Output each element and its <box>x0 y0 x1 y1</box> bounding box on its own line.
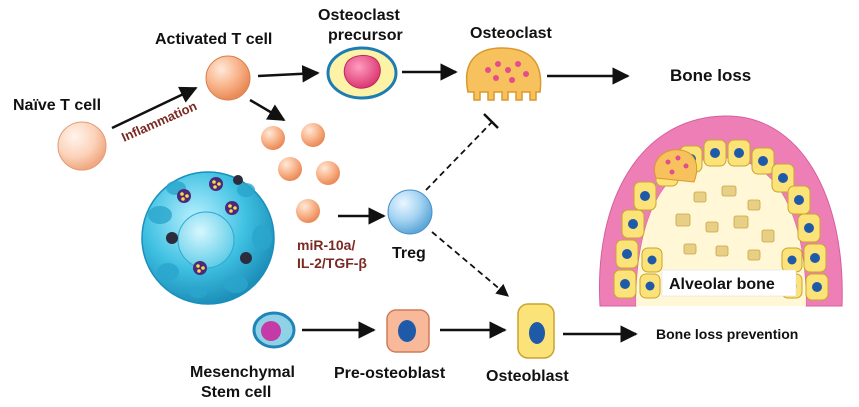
treg-label: Treg <box>392 245 426 262</box>
activated-t-cell-label: Activated T cell <box>155 31 272 48</box>
osteoclast-precursor-label-1: Osteoclast <box>318 7 400 24</box>
alveolar-bone-label: Alveolar bone <box>669 276 775 293</box>
bone-loss-prevention-label: Bone loss prevention <box>656 326 798 342</box>
osteoclast-precursor-label-2: precursor <box>328 27 403 44</box>
inhibit-treg-to-osteoclast <box>425 121 493 191</box>
osteoblast-icon <box>517 303 555 359</box>
msc-icon <box>252 311 296 349</box>
dashed-arrow-treg-to-osteoblast <box>431 231 509 297</box>
small-t-cell <box>261 126 285 150</box>
small-t-cell <box>316 161 340 185</box>
small-t-cell <box>301 123 325 147</box>
naive-t-cell-label: Naïve T cell <box>13 97 101 114</box>
osteoblast-label: Osteoblast <box>486 368 569 385</box>
bone-loss-label: Bone loss <box>670 66 751 85</box>
arrow-activated-to-cluster <box>249 98 286 122</box>
arrow-naive-to-activated <box>111 86 198 130</box>
naive-t-cell-icon <box>57 121 107 171</box>
arrow-activated-to-precursor <box>257 65 320 83</box>
msc-label-1: Mesenchymal <box>190 364 295 381</box>
mirna-label-1: miR-10a/ <box>297 237 355 253</box>
inhibit-bar <box>483 113 499 129</box>
alveolar-bone-icon <box>598 115 843 307</box>
osteoclast-label: Osteoclast <box>470 25 552 42</box>
msc-label-2: Stem cell <box>201 384 271 401</box>
pre-osteoblast-label: Pre-osteoblast <box>334 365 446 382</box>
mirna-label-2: IL-2/TGF-β <box>297 255 367 271</box>
exosome-icon <box>141 171 275 305</box>
osteoclast-precursor-icon <box>326 46 398 100</box>
small-t-cell <box>296 199 320 223</box>
exosome-cargo <box>166 175 252 275</box>
treg-sphere-icon <box>387 189 433 235</box>
pre-osteoblast-icon <box>386 309 430 353</box>
small-t-cell <box>278 157 302 181</box>
activated-t-cell-icon <box>205 55 251 101</box>
osteoclast-icon <box>465 47 542 101</box>
activated-t-cell-cluster <box>261 123 340 223</box>
arrows <box>111 63 638 343</box>
